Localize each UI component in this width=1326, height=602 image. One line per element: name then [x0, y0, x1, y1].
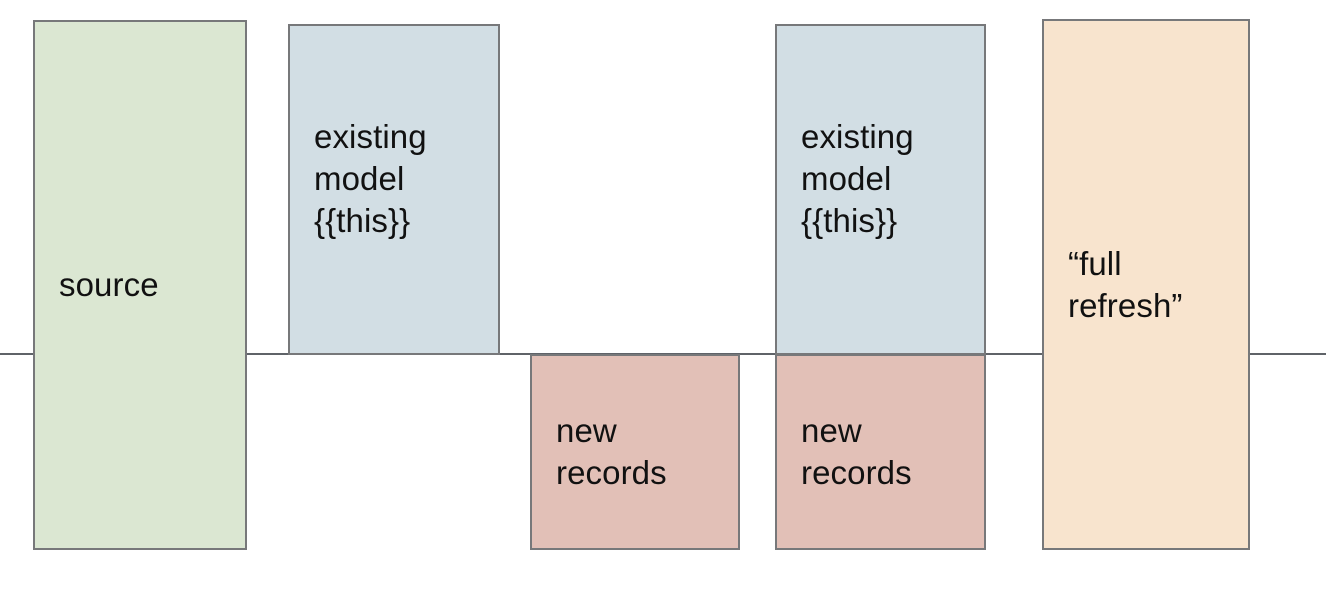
box-new-records-1-label: new records: [556, 412, 667, 491]
box-new-records-2[interactable]: new records: [775, 354, 986, 550]
box-new-records-2-label: new records: [801, 412, 912, 491]
box-new-records-1[interactable]: new records: [530, 354, 740, 550]
box-full-refresh-label: “full refresh”: [1068, 244, 1183, 324]
box-existing-model-2[interactable]: existing model {{this}}: [775, 24, 986, 355]
box-existing-model-1[interactable]: existing model {{this}}: [288, 24, 500, 355]
box-existing-model-2-label: existing model {{this}}: [801, 118, 914, 239]
box-source-label: source: [59, 266, 159, 304]
box-existing-model-1-label: existing model {{this}}: [314, 118, 427, 239]
box-source[interactable]: source: [33, 20, 247, 550]
box-full-refresh[interactable]: “full refresh”: [1042, 19, 1250, 550]
